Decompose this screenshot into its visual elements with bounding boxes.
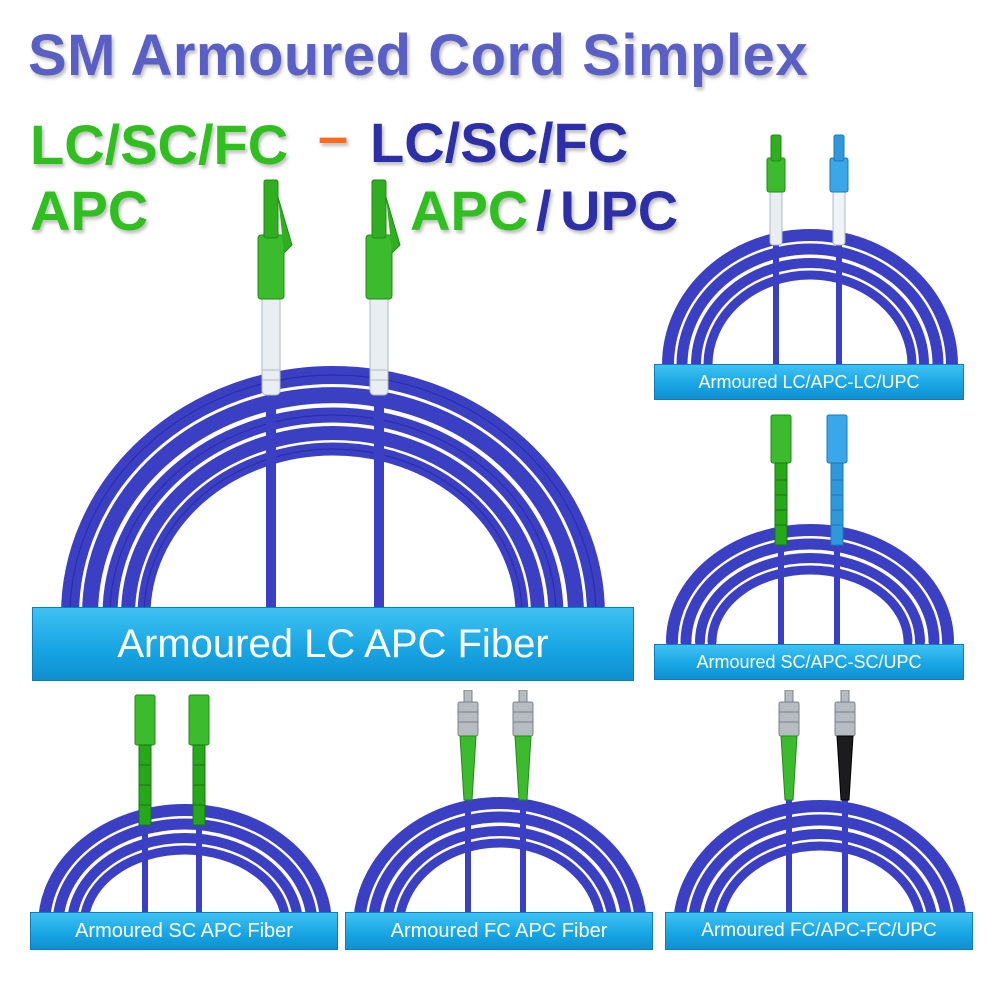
lc-upc-connector-icon (829, 134, 849, 246)
sc-apc-connector-icon (188, 694, 210, 826)
cable-coil-illustration (666, 414, 954, 648)
fc-apc-connector-icon (778, 690, 800, 801)
lc-apc-main-product-panel: Armoured LC APC Fiber (30, 175, 640, 685)
cable-coil-illustration (61, 179, 605, 630)
lc-apc-connector-icon (766, 134, 786, 246)
right-polish-type-apc: APC (409, 178, 529, 243)
lc-apc-connector-icon (257, 179, 293, 396)
fc-apc-connector-icon (457, 690, 479, 801)
product-caption-banner: Armoured SC APC Fiber (30, 912, 338, 950)
fc-upc-connector-icon (834, 690, 856, 801)
lc-apc-connector-icon (365, 179, 401, 396)
right-cable (374, 390, 384, 630)
connection-dash: – (317, 106, 349, 168)
sc-apc-connector-icon (770, 414, 792, 546)
cable-coil-illustration (662, 134, 958, 371)
product-caption-banner: Armoured FC/APC-FC/UPC (665, 912, 973, 950)
fc-apc-connector-icon (512, 690, 534, 801)
product-caption-banner: Armoured FC APC Fiber (345, 912, 653, 950)
right-polish-type-upc: UPC (559, 178, 679, 243)
sc-apc-product-panel: Armoured SC APC Fiber (30, 690, 340, 960)
product-caption-banner: Armoured LC/APC-LC/UPC (654, 364, 964, 400)
cable-coil-illustration (38, 694, 332, 931)
left-connector-types: LC/SC/FC (29, 112, 289, 177)
product-caption-banner: Armoured SC/APC-SC/UPC (654, 644, 964, 680)
sc-apc-connector-icon (134, 694, 156, 826)
right-connector-types: LC/SC/FC (369, 110, 629, 175)
polish-separator: / (535, 178, 553, 243)
lc-apc-lc-upc-product-panel: Armoured LC/APC-LC/UPC (650, 130, 970, 400)
left-polish-type: APC (29, 178, 149, 243)
cable-coil-illustration (673, 690, 967, 934)
sc-upc-connector-icon (826, 414, 848, 546)
product-caption-banner: Armoured LC APC Fiber (32, 607, 634, 681)
fc-apc-product-panel: Armoured FC APC Fiber (345, 690, 655, 960)
cable-coil-illustration (353, 690, 647, 934)
fc-apc-fc-upc-product-panel: Armoured FC/APC-FC/UPC (665, 690, 975, 960)
sc-apc-sc-upc-product-panel: Armoured SC/APC-SC/UPC (650, 410, 970, 680)
page-title: SM Armoured Cord Simplex (27, 22, 809, 89)
left-cable (266, 390, 276, 630)
